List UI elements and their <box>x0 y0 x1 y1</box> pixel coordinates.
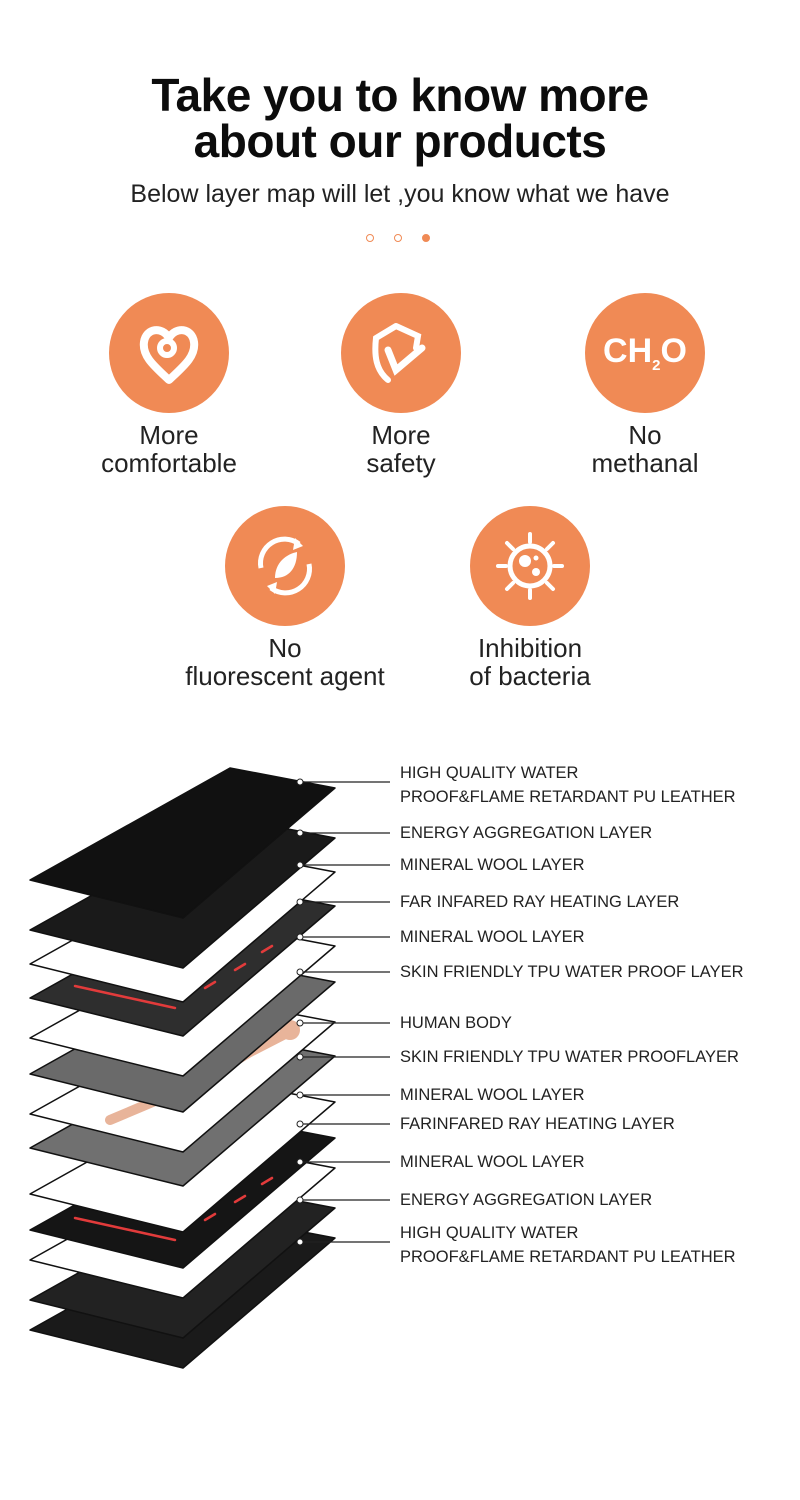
layer-diagram <box>29 767 390 1369</box>
leaf-recycle-icon <box>225 506 345 626</box>
feature-label: More <box>371 420 431 450</box>
feature-label: Inhibition <box>477 633 583 663</box>
layer-label-line: MINERAL WOOL LAYER <box>400 928 585 946</box>
layer-label-line: PROOF&FLAME RETARDANT PU LEATHER <box>400 788 736 806</box>
feature-label: More <box>139 420 199 450</box>
layer-label-line: HUMAN BODY <box>400 1014 512 1032</box>
leader-dot <box>296 829 304 837</box>
feature-label: fluorescent agent <box>185 661 385 691</box>
layer-label: FARINFARED RAY HEATING LAYER <box>400 1112 675 1136</box>
feature-label: No <box>268 633 302 663</box>
leader-dot <box>296 933 304 941</box>
layer-label-line: MINERAL WOOL LAYER <box>400 856 585 874</box>
layer-label: MINERAL WOOL LAYER <box>400 925 585 949</box>
layer-label-line: SKIN FRIENDLY TPU WATER PROOF LAYER <box>400 963 744 981</box>
heart-icon <box>109 293 229 413</box>
heating-wire <box>73 944 274 1010</box>
ch2o-icon: CH2O <box>585 293 705 413</box>
subtitle: Below layer map will let ,you know what … <box>130 180 670 208</box>
leader-dot <box>296 1091 304 1099</box>
feature-label: No <box>628 420 662 450</box>
layer-label: ENERGY AGGREGATION LAYER <box>400 1188 652 1212</box>
pagination-dot[interactable] <box>366 234 374 242</box>
ch2o-sub: 2 <box>652 356 661 374</box>
layer-label: FAR INFARED RAY HEATING LAYER <box>400 890 679 914</box>
leader-dot <box>296 1120 304 1128</box>
layer-label: HUMAN BODY <box>400 1011 512 1035</box>
layer-label-line: FARINFARED RAY HEATING LAYER <box>400 1115 675 1133</box>
feature-label: comfortable <box>101 448 237 478</box>
pagination-dot-active[interactable] <box>422 234 430 242</box>
feature-label: methanal <box>591 448 699 478</box>
layer-label-line: FAR INFARED RAY HEATING LAYER <box>400 893 680 911</box>
layer-label-line: SKIN FRIENDLY TPU WATER PROOFLAYER <box>400 1048 739 1066</box>
page-title-line2: about our products <box>193 115 607 167</box>
leader-dot <box>296 1158 304 1166</box>
layer-label-line: ENERGY AGGREGATION LAYER <box>400 1191 653 1209</box>
feature-inhibition-bacteria: Inhibition of bacteria <box>410 506 650 690</box>
leader-dot <box>296 1238 304 1246</box>
leader-dot <box>296 861 304 869</box>
feature-label: safety <box>366 448 436 478</box>
layer-label-line: MINERAL WOOL LAYER <box>400 1153 585 1171</box>
leader-dot <box>296 1196 304 1204</box>
bacteria-icon <box>470 506 590 626</box>
leader-dot <box>296 1053 304 1061</box>
feature-comfortable: More comfortable <box>49 293 289 477</box>
leader-dot <box>296 1019 304 1027</box>
leader-dot <box>296 898 304 906</box>
layer-label-line: ENERGY AGGREGATION LAYER <box>400 824 653 842</box>
layer-label: ENERGY AGGREGATION LAYER <box>400 821 652 845</box>
page-title-line1: Take you to know more <box>151 69 649 121</box>
leader-dot <box>296 778 304 786</box>
ch2o-text: CH <box>603 332 653 371</box>
layer-label: SKIN FRIENDLY TPU WATER PROOFLAYER <box>400 1045 739 1069</box>
layer-sheet <box>29 767 336 919</box>
feature-no-fluorescent: No fluorescent agent <box>165 506 405 690</box>
feature-label: of bacteria <box>469 661 591 691</box>
shield-check-icon <box>341 293 461 413</box>
pagination-dots <box>366 234 430 242</box>
pagination-dot[interactable] <box>394 234 402 242</box>
layer-label: HIGH QUALITY WATER PROOF&FLAME RETARDANT … <box>400 1221 736 1269</box>
ch2o-tail: O <box>660 332 687 371</box>
layer-label: SKIN FRIENDLY TPU WATER PROOF LAYER <box>400 960 744 984</box>
layer-label: MINERAL WOOL LAYER <box>400 1150 585 1174</box>
layer-label-line: HIGH QUALITY WATER <box>400 764 579 782</box>
leader-dot <box>296 968 304 976</box>
heating-wire <box>73 1176 274 1242</box>
feature-safety: More safety <box>281 293 521 477</box>
layer-label-line: MINERAL WOOL LAYER <box>400 1086 585 1104</box>
layer-label: HIGH QUALITY WATER PROOF&FLAME RETARDANT … <box>400 761 736 809</box>
feature-no-methanal: CH2O No methanal <box>525 293 765 477</box>
layer-label: MINERAL WOOL LAYER <box>400 853 585 877</box>
layer-label-line: HIGH QUALITY WATER <box>400 1224 579 1242</box>
layer-label-line: PROOF&FLAME RETARDANT PU LEATHER <box>400 1248 736 1266</box>
layer-label: MINERAL WOOL LAYER <box>400 1083 585 1107</box>
